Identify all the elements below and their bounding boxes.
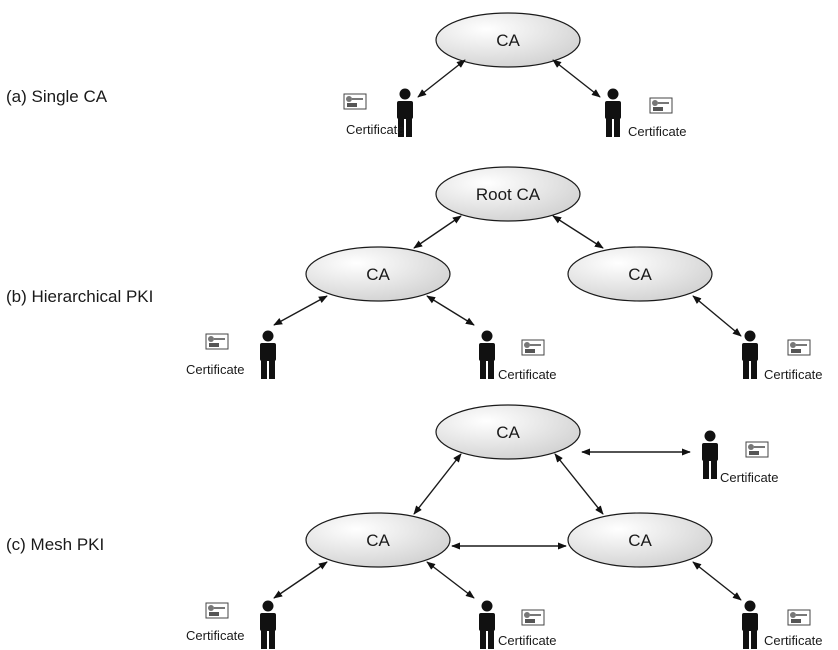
edge-ca-user-left [273, 295, 328, 326]
certificate-label: Certificate [186, 628, 245, 643]
ca-node-right [567, 246, 713, 302]
edge-root-ca-left [413, 215, 462, 249]
ca-node-right [567, 512, 713, 568]
person-icon [742, 600, 758, 649]
person-icon [605, 88, 621, 137]
ca-label: CA [366, 265, 390, 284]
certificate-label: Certificate [764, 367, 823, 382]
certificate-icon [787, 609, 811, 626]
certificate-icon [205, 333, 229, 350]
certificate-icon [649, 97, 673, 114]
ca-label: CA [628, 531, 652, 550]
certificate-icon [205, 602, 229, 619]
person-icon [479, 600, 495, 649]
ca-label: CA [628, 265, 652, 284]
edge-ca-user-right [692, 295, 742, 337]
person-icon [702, 430, 718, 479]
section-label-hierarchical-pki: (b) Hierarchical PKI [6, 287, 153, 306]
certificate-icon [521, 339, 545, 356]
certificate-label: Certificate [186, 362, 245, 377]
certificate-label: Certificate [764, 633, 823, 648]
edge-root-ca-right [552, 215, 604, 249]
certificate-label: Certificate [498, 633, 557, 648]
root-ca-node [435, 166, 581, 222]
ca-label: CA [366, 531, 390, 550]
section-mesh-pki: (c) Mesh PKI CA CA CA Certificate Certif… [6, 404, 823, 649]
ca-label: CA [496, 31, 520, 50]
certificate-label: Certificate [628, 124, 687, 139]
ca-node-top [435, 404, 581, 460]
ca-node-left [305, 512, 451, 568]
section-single-ca: (a) Single CA CA Certificate Certificate [6, 12, 687, 139]
root-ca-label: Root CA [476, 185, 541, 204]
certificate-icon [787, 339, 811, 356]
ca-node [435, 12, 581, 68]
section-hierarchical-pki: (b) Hierarchical PKI Root CA CA CA Certi… [6, 166, 823, 382]
ca-node-left [305, 246, 451, 302]
person-icon [742, 330, 758, 379]
certificate-label: Certificate [346, 122, 405, 137]
certificate-label: Certificate [498, 367, 557, 382]
edge-top-ca-right [554, 453, 604, 515]
certificate-icon [343, 93, 367, 110]
edge-ca-user-middle [426, 295, 475, 326]
person-icon [479, 330, 495, 379]
person-icon [260, 600, 276, 649]
certificate-icon [745, 441, 769, 458]
ca-label: CA [496, 423, 520, 442]
edge-ca-user-middle [426, 561, 475, 599]
section-label-single-ca: (a) Single CA [6, 87, 108, 106]
person-icon [260, 330, 276, 379]
certificate-label: Certificate [720, 470, 779, 485]
edge-ca-user-left [273, 561, 328, 599]
edge-top-ca-left [413, 453, 462, 515]
edge-ca-user-right [552, 59, 601, 98]
section-label-mesh-pki: (c) Mesh PKI [6, 535, 104, 554]
edge-ca-user-left [417, 59, 466, 98]
edge-ca-user-right [692, 561, 742, 601]
certificate-icon [521, 609, 545, 626]
